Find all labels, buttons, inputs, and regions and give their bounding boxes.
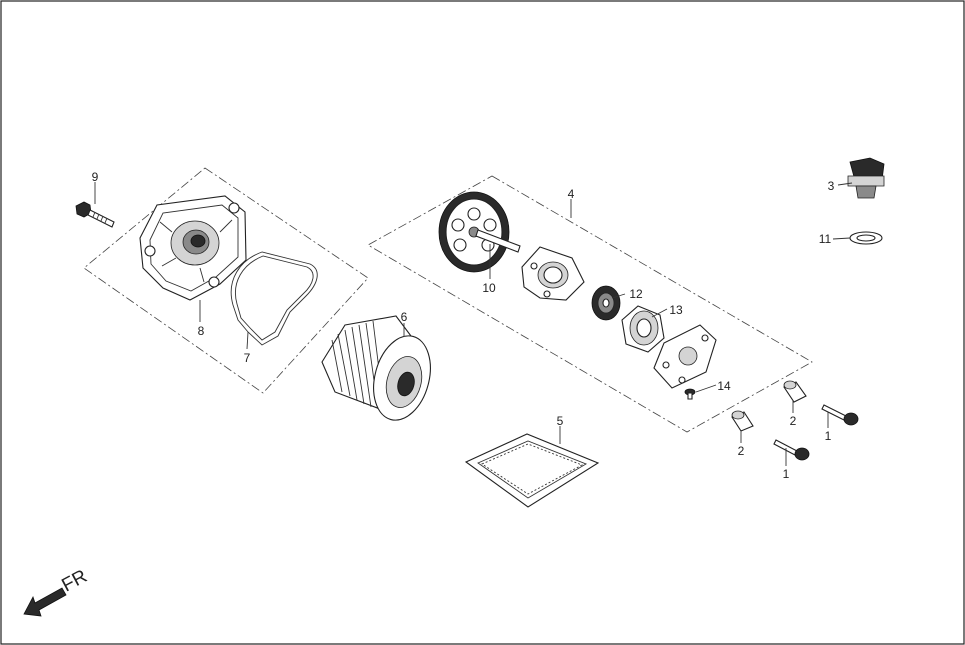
callout-8: 8 xyxy=(198,324,205,338)
callout-14: 14 xyxy=(717,379,731,393)
callout-6: 6 xyxy=(401,310,408,324)
part-6-oil-filter xyxy=(321,315,431,421)
part-11-washer xyxy=(849,231,883,245)
callout-12: 12 xyxy=(629,287,643,301)
callout-11: 11 xyxy=(819,232,832,246)
part-13-outer-rotor xyxy=(621,305,665,353)
part-7-gasket xyxy=(230,251,318,346)
callout-2-upper: 2 xyxy=(790,414,797,428)
callout-3: 3 xyxy=(828,179,835,193)
callout-10: 10 xyxy=(482,281,496,295)
callout-1-upper: 1 xyxy=(825,429,832,443)
part-1-bolt-lower xyxy=(773,439,810,461)
callout-13: 13 xyxy=(669,303,683,317)
front-direction-arrow xyxy=(23,587,67,617)
callout-7: 7 xyxy=(244,351,251,365)
part-2-dowel-pin-lower xyxy=(731,410,754,432)
part-5-oil-strainer xyxy=(464,433,600,508)
group-outline-oil-pump xyxy=(367,175,813,433)
part-8-filter-cover xyxy=(139,195,247,301)
callout-1-lower: 1 xyxy=(783,467,790,481)
part-9-flange-bolt xyxy=(75,201,115,228)
callout-5: 5 xyxy=(557,414,564,428)
oil-pump-body xyxy=(521,246,585,301)
callout-9: 9 xyxy=(92,170,99,184)
callout-4: 4 xyxy=(568,187,575,201)
part-10-oil-pump-gear xyxy=(438,191,521,273)
callout-2-lower: 2 xyxy=(738,444,745,458)
part-14-screw xyxy=(684,388,696,400)
group-outline-cover xyxy=(83,167,369,394)
part-3-oil-sender xyxy=(847,157,885,199)
part-2-dowel-pin-upper xyxy=(783,380,807,403)
part-1-bolt-right xyxy=(821,404,859,426)
part-12-inner-rotor xyxy=(591,285,621,321)
oil-pump-cover xyxy=(653,324,717,389)
leader-lines xyxy=(94,182,853,466)
